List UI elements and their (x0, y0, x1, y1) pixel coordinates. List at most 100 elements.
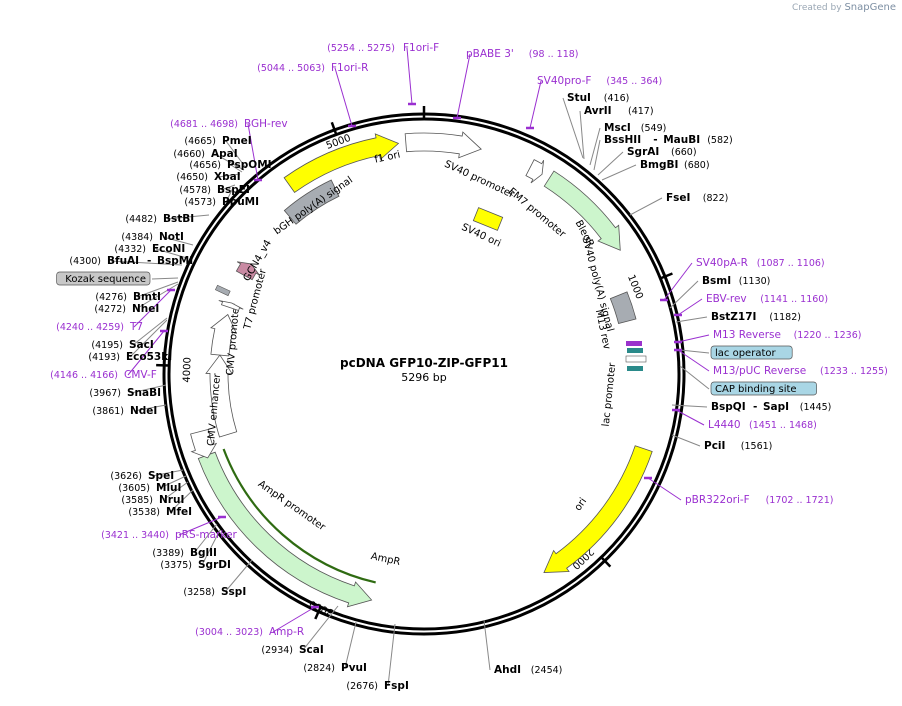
site-bstbi[interactable]: BstBI(4482) (125, 213, 194, 225)
site-sspi[interactable]: SspI(3258) (183, 586, 246, 598)
plasmid-name: pcDNA GFP10-ZIP-GFP11 (340, 356, 508, 370)
site-sgrdi[interactable]: SgrDI(3375) (160, 559, 230, 571)
feature-gcn4-v4[interactable] (235, 261, 260, 281)
site-stui[interactable]: StuI(416) (567, 92, 629, 104)
site-pbr322ori-f[interactable]: pBR322ori-F(1702 .. 1721) (685, 494, 833, 506)
site-pos-noti: (4384) (121, 232, 153, 243)
site-pos-bsshii: (582) (707, 135, 733, 146)
feature-cmv-promoter[interactable] (210, 313, 238, 357)
leader-prs-marker (178, 516, 223, 536)
site-spei[interactable]: SpeI(3626) (110, 470, 174, 482)
site-prs-marker[interactable]: pRS-marker(3421 .. 3440) (101, 529, 237, 541)
site-nhei[interactable]: NheI(4272) (94, 303, 159, 315)
leader-cap-binding-site (679, 365, 710, 390)
site-noti[interactable]: NotI(4384) (121, 231, 184, 243)
feature-sv40-promoter[interactable] (404, 131, 482, 159)
site-name-mlui: MluI (156, 482, 181, 494)
site-name-sgrdi: SgrDI (198, 559, 231, 571)
feature-cmv-enhancer[interactable] (205, 354, 238, 438)
site-nrui[interactable]: NruI(3585) (121, 494, 184, 506)
tick-2000 (600, 556, 612, 568)
site-ndei[interactable]: NdeI(3861) (92, 405, 157, 417)
site-saci[interactable]: SacI(4195) (91, 339, 153, 351)
site-pspomi[interactable]: PspOMI(4656) (189, 159, 271, 171)
site-box-lac-operator (710, 345, 793, 360)
site-eco53ki[interactable]: Eco53kI(4193) (88, 351, 172, 363)
site-bspei[interactable]: BspEI(4578) (179, 184, 249, 196)
leader-pmei (225, 140, 247, 169)
feature-kozak-marker[interactable] (214, 284, 231, 297)
site-t7[interactable]: T7(4240 .. 4259) (56, 321, 143, 333)
site-name-sv40pa-r: SV40pA-R (696, 257, 748, 269)
feature-em7-promoter[interactable] (525, 159, 545, 184)
feature-ori[interactable] (543, 445, 653, 574)
site-bstz17i[interactable]: BstZ17I(1182) (711, 311, 801, 323)
site-pos-pvui: (2824) (303, 663, 335, 674)
feature-ampr-promoter[interactable] (190, 429, 218, 459)
feature-cap-binding-site[interactable] (627, 366, 643, 371)
site-lac-operator[interactable]: lac operator (710, 345, 793, 360)
site-box-cap-binding-site (710, 381, 817, 396)
site-cap-binding-site[interactable]: CAP binding site (710, 381, 817, 396)
site-msci[interactable]: MscI(549) (604, 122, 666, 134)
site-mfei[interactable]: MfeI(3538) (128, 506, 192, 518)
site-sgrai[interactable]: SgrAI(660) (627, 146, 697, 158)
feature-lac-operator[interactable] (627, 348, 643, 353)
site-m13-reverse[interactable]: M13 Reverse(1220 .. 1236) (713, 329, 861, 341)
site-apai[interactable]: ApaI(4660) (173, 148, 237, 160)
feature-m13-rev[interactable] (626, 341, 642, 346)
site-pos-xbai: (4650) (176, 172, 208, 183)
site-ebv-rev[interactable]: EBV-rev(1141 .. 1160) (706, 293, 828, 305)
site-sv40pro-f[interactable]: SV40pro-F(345 .. 364) (537, 75, 662, 87)
site-pos-mlui: (3605) (118, 483, 150, 494)
feature-ampr[interactable] (197, 451, 373, 608)
site-xbai[interactable]: XbaI(4650) (176, 171, 240, 183)
site-name-bstbi: BstBI (163, 213, 194, 225)
site-bglii[interactable]: BglII(3389) (152, 547, 217, 559)
site-scai[interactable]: ScaI(2934) (261, 644, 323, 656)
site-m13-puc-reverse[interactable]: M13/pUC Reverse(1233 .. 1255) (713, 365, 888, 377)
site-snabi[interactable]: SnaBI(3967) (89, 387, 161, 399)
site-bspqi[interactable]: BspQI-SapI(1445) (711, 401, 831, 413)
site-amp-r[interactable]: Amp-R(3004 .. 3023) (195, 626, 304, 638)
site-bgh-rev[interactable]: BGH-rev(4681 .. 4698) (170, 118, 287, 130)
site-fspi[interactable]: FspI(2676) (346, 680, 408, 692)
site-econi[interactable]: EcoNI(4332) (114, 243, 185, 255)
site-pcii[interactable]: PciI(1561) (704, 440, 772, 452)
site-avrii[interactable]: AvrII(417) (584, 105, 654, 117)
site-bsshii[interactable]: BssHII-MauBI(582) (604, 134, 733, 146)
site-pmei[interactable]: PmeI(4665) (184, 135, 251, 147)
site-bmgbi[interactable]: BmgBI(680) (640, 159, 710, 171)
site-sv40pa-r[interactable]: SV40pA-R(1087 .. 1106) (696, 257, 825, 269)
site-l4440[interactable]: L4440(1451 .. 1468) (708, 419, 817, 431)
site-ahdi[interactable]: AhdI(2454) (494, 664, 562, 676)
site-mlui[interactable]: MluI (3605) (118, 482, 181, 494)
site-pos-bstz17i: (1182) (769, 312, 801, 323)
site-pbabe-3[interactable]: pBABE 3'(98 .. 118) (466, 48, 579, 60)
site-kozak-sequence[interactable]: Kozak sequence (56, 271, 151, 286)
feature-bgh-polya[interactable] (283, 179, 340, 225)
site-f1ori-f[interactable]: F1ori-F(5254 .. 5275) (327, 42, 439, 54)
feature-f1-ori[interactable] (283, 133, 400, 193)
feature-lac-promoter-box[interactable] (625, 355, 647, 363)
site-f1ori-r[interactable]: F1ori-R(5044 .. 5063) (257, 62, 368, 74)
site-pos-avrii: (417) (628, 106, 654, 117)
leader-sspi (224, 559, 253, 593)
site-fsei[interactable]: FseI(822) (666, 192, 728, 204)
feature-bleor[interactable] (543, 170, 621, 251)
site-bsmi[interactable]: BsmI(1130) (702, 275, 770, 287)
site-name-kozak-sequence: Kozak sequence (65, 274, 146, 285)
feature-sv40-polya[interactable] (609, 291, 637, 325)
site-cmv-f[interactable]: CMV-F(4146 .. 4166) (50, 369, 157, 381)
feature-label-f1-ori: f1 ori (374, 149, 402, 165)
leader-stui (562, 97, 584, 159)
feature-sv40-ori[interactable] (472, 207, 504, 231)
feature-label-cmv-promoter: CMV promoter (225, 303, 242, 377)
site-bmti[interactable]: BmtI(4276) (95, 291, 160, 303)
site-ppumi[interactable]: PpuMI(4573) (184, 196, 259, 208)
site-pvui[interactable]: PvuI(2824) (303, 662, 367, 674)
site-bfuai[interactable]: BfuAI-BspMI(4300) (69, 255, 193, 267)
feature-t7-promoter[interactable] (218, 300, 244, 312)
leader-ebv-rev (677, 298, 703, 316)
